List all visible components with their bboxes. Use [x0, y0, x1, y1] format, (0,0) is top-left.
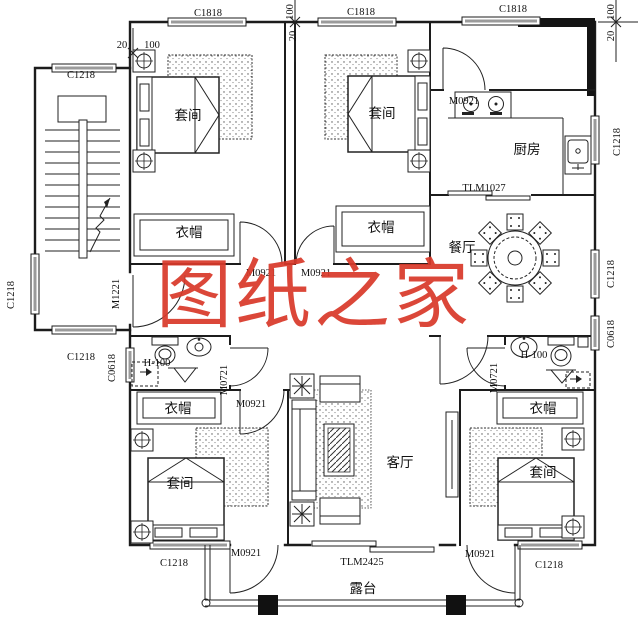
stair-arrow — [104, 198, 110, 208]
dim-label: 20 — [117, 40, 128, 51]
bathroom-right — [510, 336, 591, 389]
door-label: M0921 — [231, 548, 261, 559]
door-label: M0721 — [219, 365, 230, 395]
bed-suite-sw — [147, 457, 225, 541]
watermark: 图纸之家 — [156, 254, 472, 338]
door-label: TLM2425 — [340, 557, 383, 568]
stove — [454, 91, 512, 119]
window-label: C1218 — [160, 558, 188, 569]
note-label: H-100 — [144, 358, 171, 369]
dim-label: 20 — [606, 31, 617, 42]
door-label: TLM1027 — [462, 183, 505, 194]
windows — [30, 16, 600, 550]
closet-n — [335, 205, 431, 253]
window-label: C1218 — [606, 260, 617, 288]
window-label: C1218 — [67, 70, 95, 81]
column — [258, 595, 278, 615]
door-label: M0921 — [449, 96, 479, 107]
door-label: M0921 — [301, 268, 331, 279]
room-label-cloak-se: 衣帽 — [530, 401, 557, 417]
stairs — [45, 95, 120, 259]
room-label-suite-n: 套间 — [369, 106, 396, 122]
window-label: C0618 — [107, 354, 118, 382]
room-label-cloak-n: 衣帽 — [368, 220, 395, 236]
doors — [132, 47, 531, 594]
dim-label: 100 — [144, 40, 160, 51]
window-label: C1218 — [612, 128, 623, 156]
column — [446, 595, 466, 615]
note-label: H-100 — [521, 350, 548, 361]
room-label-terrace: 露台 — [350, 581, 377, 597]
room-label-cloak-nw: 衣帽 — [176, 225, 203, 241]
washer — [565, 371, 591, 389]
dim-label: 100 — [606, 4, 617, 20]
closet-se — [496, 391, 584, 425]
sliding-door-terrace — [311, 540, 435, 553]
room-label-suite-se: 套间 — [530, 465, 557, 481]
room-label-kitchen: 厨房 — [514, 142, 541, 158]
shower-drain — [168, 367, 198, 383]
room-label-living: 客厅 — [387, 454, 414, 471]
sliding-door-kitchen — [447, 190, 531, 201]
toilet — [547, 336, 575, 367]
plant-stand — [289, 373, 315, 399]
window-label: C1818 — [499, 4, 527, 15]
washer — [131, 361, 159, 387]
dimension-marks — [127, 0, 638, 66]
window-label: C0618 — [606, 320, 617, 348]
room-label-cloak-sw: 衣帽 — [165, 401, 192, 417]
tv-cabinet — [445, 411, 459, 498]
dim-label: 20 — [288, 31, 299, 42]
interior-walls — [129, 21, 596, 546]
window-label: C1218 — [67, 352, 95, 363]
closet-sw — [136, 391, 222, 425]
terrace-railing — [201, 545, 524, 615]
toilet — [151, 336, 179, 365]
window-label: C1818 — [194, 8, 222, 19]
dining-table — [470, 213, 560, 303]
window-label: C1218 — [535, 560, 563, 571]
closet-nw — [133, 213, 235, 257]
dim-label: 100 — [285, 4, 296, 20]
door-label: M1221 — [111, 279, 122, 309]
bathroom-left — [131, 336, 212, 387]
basin — [510, 336, 538, 358]
window-label: C1218 — [6, 281, 17, 309]
plant-stand — [289, 501, 315, 527]
parapet-wall — [518, 18, 595, 27]
door-label: M0921 — [236, 399, 266, 410]
room-label-suite-nw: 套间 — [175, 108, 202, 124]
basin — [186, 337, 212, 357]
door-label: M0921 — [465, 549, 495, 560]
shower-drain — [546, 369, 576, 384]
room-label-suite-sw: 套间 — [167, 476, 194, 492]
sofa-set — [289, 373, 459, 527]
kitchen-sink — [564, 135, 592, 175]
bin — [577, 336, 589, 348]
room-label-dining: 餐厅 — [449, 240, 476, 256]
door-label: M0721 — [489, 363, 500, 393]
window-label: C1818 — [347, 7, 375, 18]
door-label: M0921 — [246, 268, 276, 279]
